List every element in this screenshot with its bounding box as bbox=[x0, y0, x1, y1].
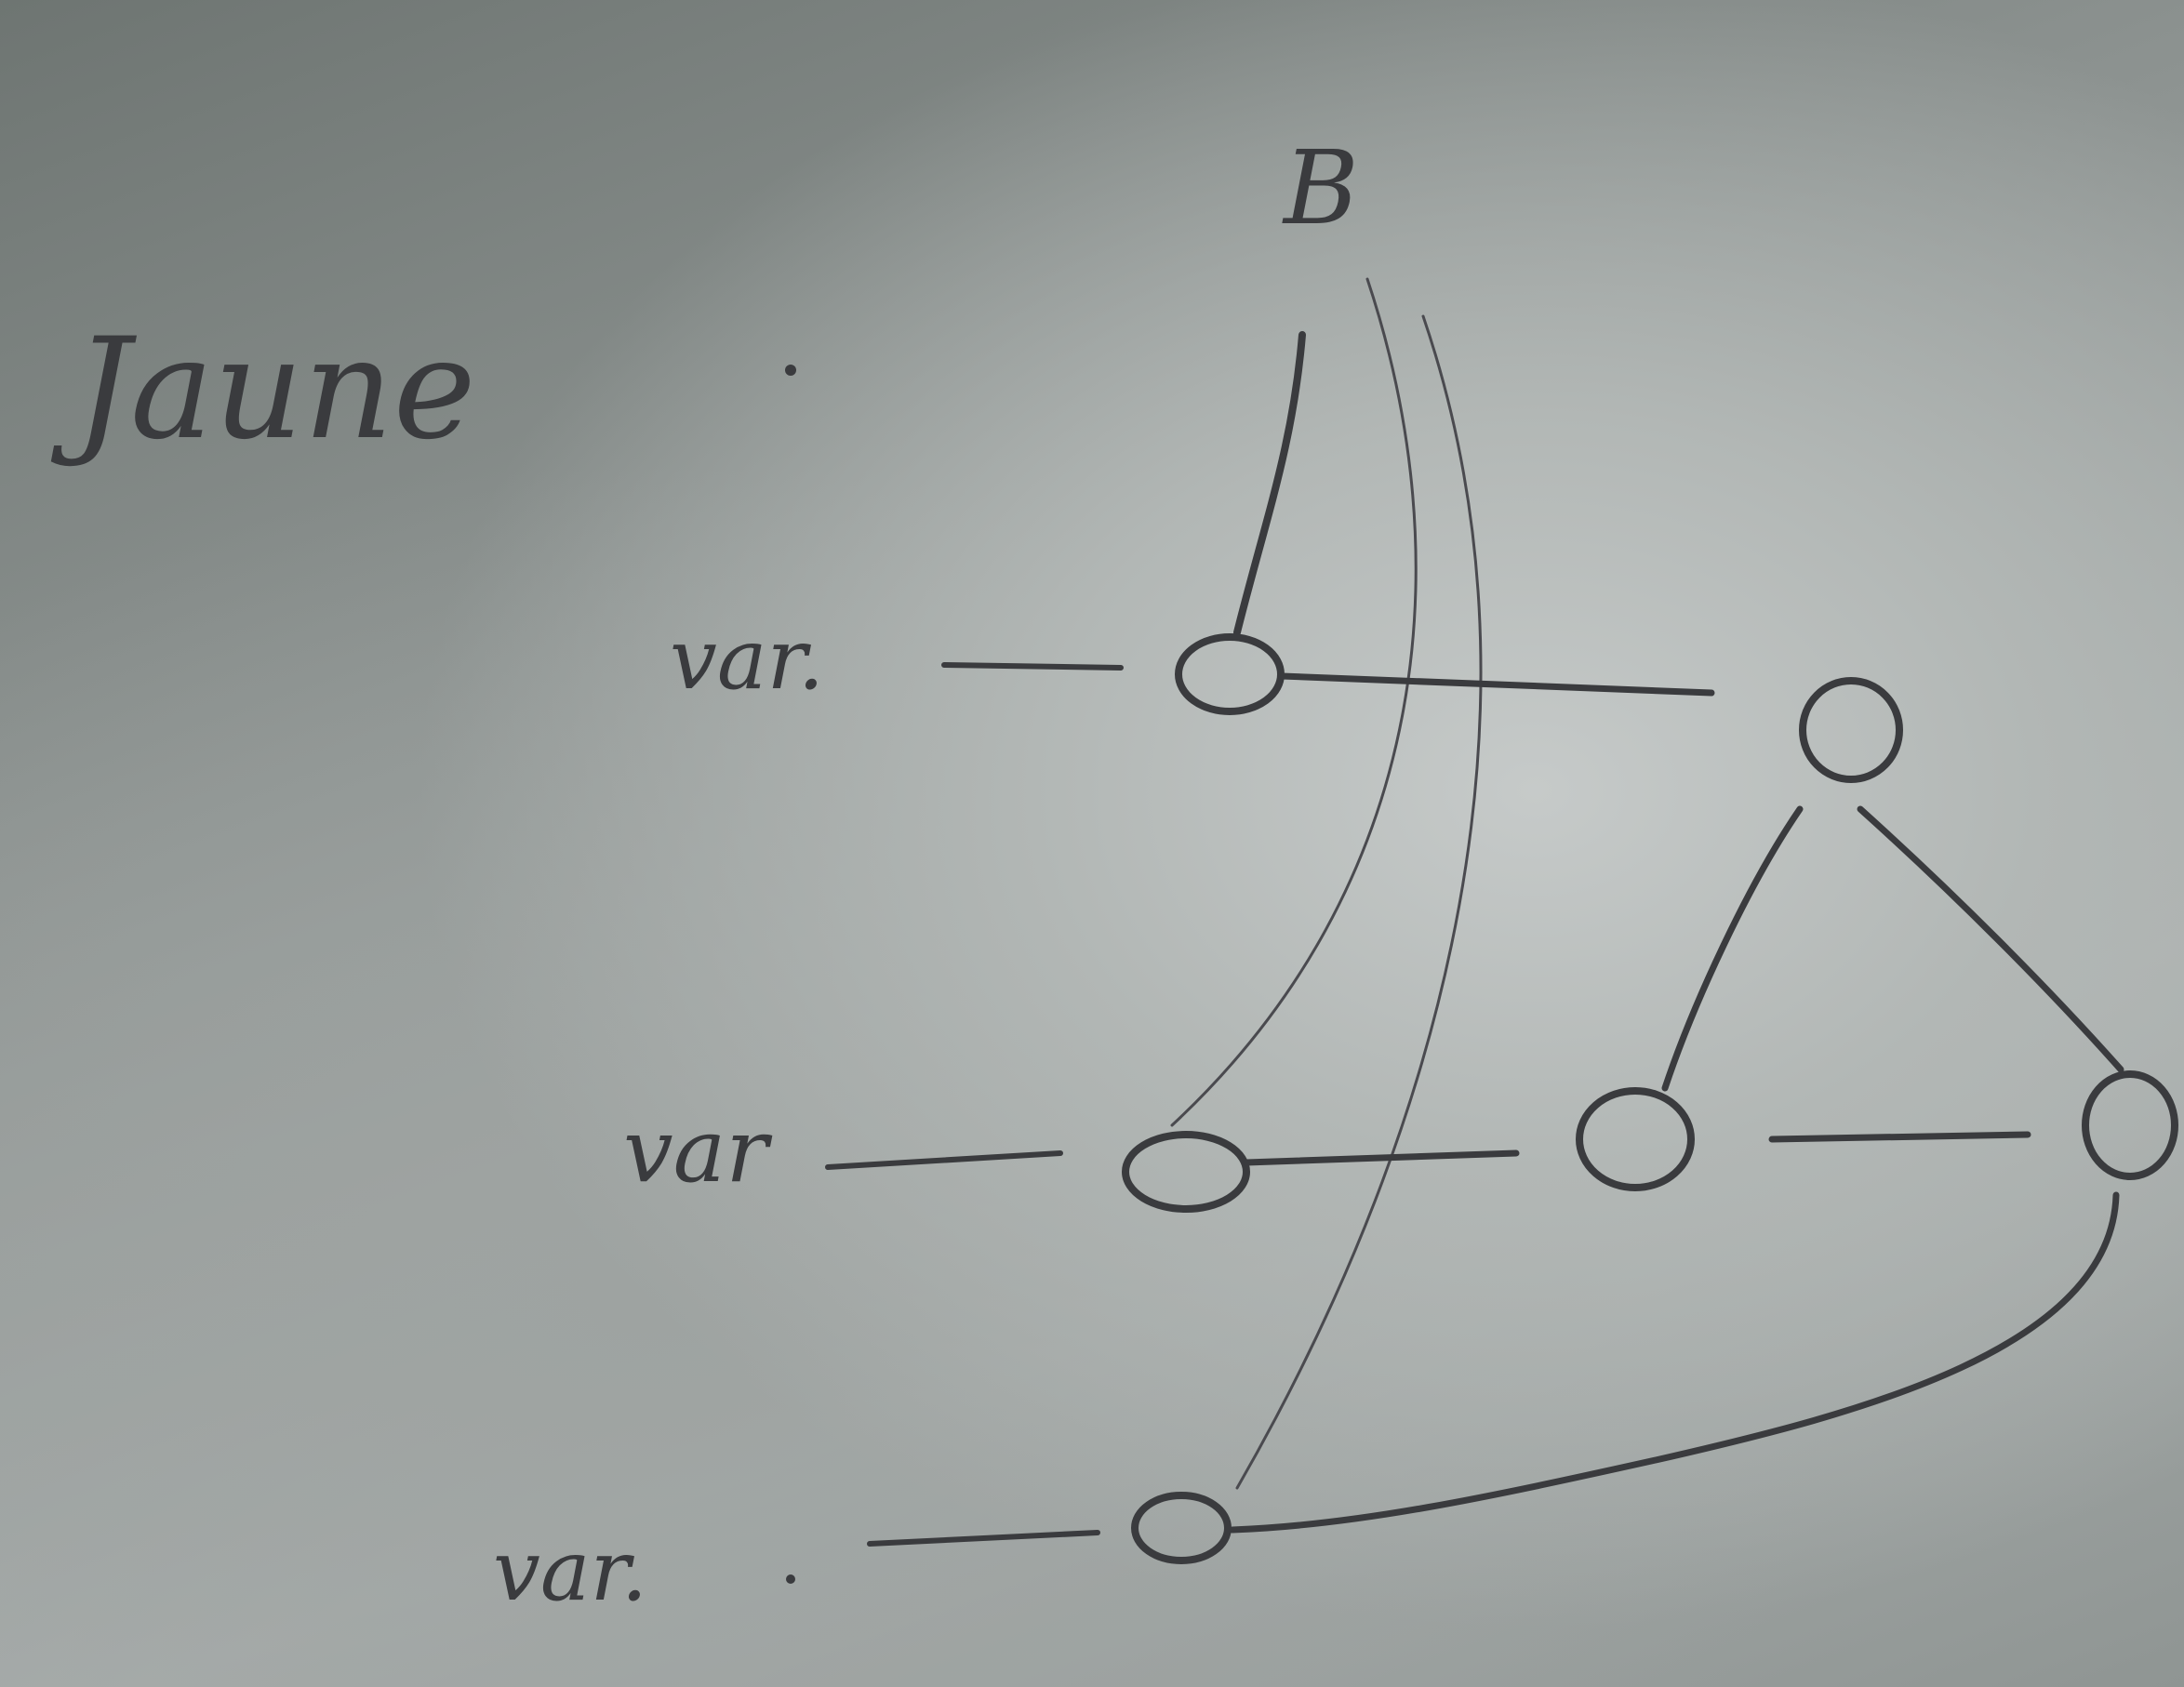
edge-right-to-row3 bbox=[1229, 1191, 2120, 1534]
edge-mid-to-right bbox=[1768, 1131, 2031, 1143]
row1-dash bbox=[941, 662, 1124, 671]
b-to-node3-curve bbox=[1235, 314, 1483, 1490]
b-to-node2-curve bbox=[1170, 277, 1418, 1127]
row2-dash bbox=[825, 1150, 1063, 1170]
dot-mark bbox=[785, 365, 796, 376]
row-label-1: var. bbox=[670, 611, 824, 709]
edge-row1-to-topright bbox=[1278, 672, 1715, 697]
row3-dash bbox=[867, 1530, 1100, 1547]
node-row3 bbox=[1131, 1492, 1232, 1564]
diagram-title: Jaune bbox=[50, 309, 476, 471]
top-label-b: B bbox=[1282, 128, 1359, 247]
edge-topright-to-right bbox=[1857, 805, 2124, 1073]
node-row1 bbox=[1175, 633, 1285, 715]
row-label-2: var bbox=[623, 1100, 773, 1202]
edge-topright-to-mid bbox=[1661, 805, 1804, 1092]
node-row2 bbox=[1122, 1131, 1250, 1213]
dot-mark bbox=[786, 1574, 795, 1584]
edge-row2-to-mid bbox=[1243, 1149, 1520, 1166]
row-label-3: var. bbox=[493, 1522, 647, 1620]
node-top-right bbox=[1799, 677, 1903, 783]
node-right bbox=[2082, 1070, 2178, 1180]
b-to-node1-line bbox=[1233, 331, 1306, 636]
node-mid bbox=[1576, 1087, 1695, 1191]
